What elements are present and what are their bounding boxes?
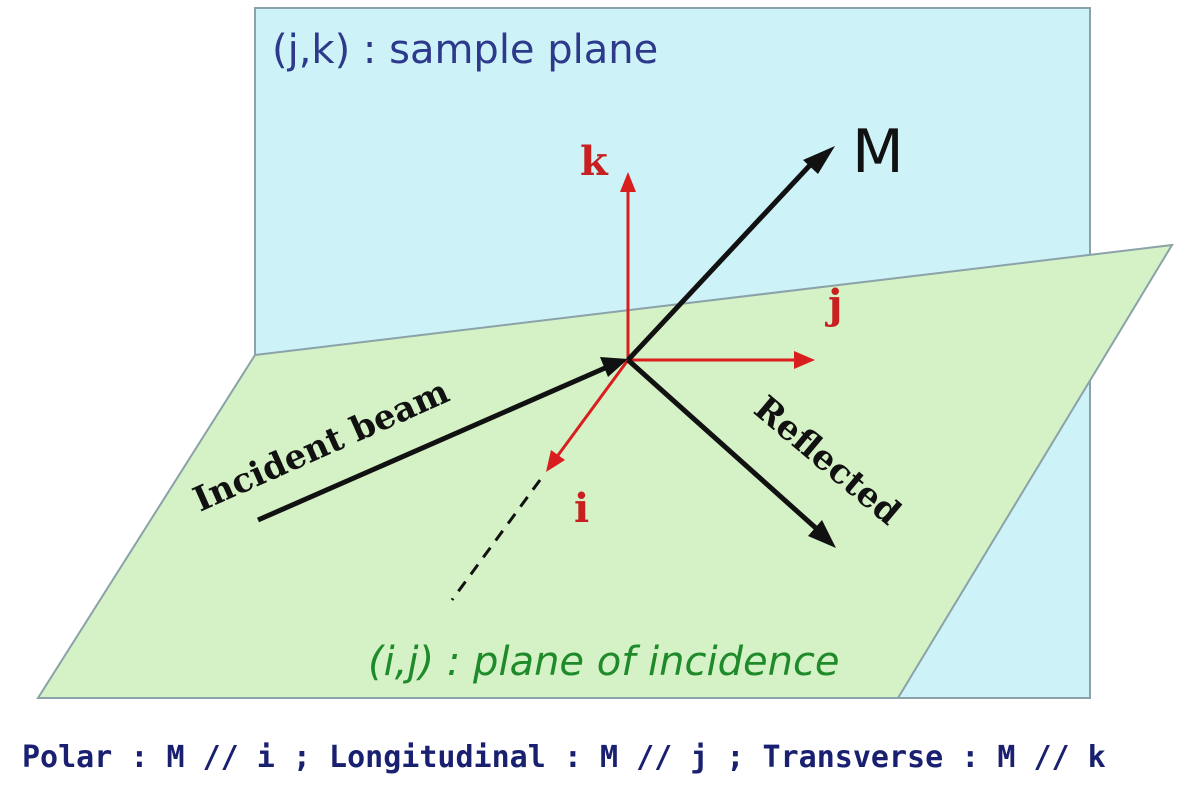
beam-extension-dashed xyxy=(450,479,542,601)
magnetization-label: M xyxy=(852,117,904,187)
sample-plane-label: (j,k) : sample plane xyxy=(272,27,658,73)
magnetization-vector xyxy=(626,161,814,362)
j-axis-label: j xyxy=(825,281,842,328)
i-axis-arrow xyxy=(554,359,630,459)
magnetization-arrowhead xyxy=(803,146,835,174)
i-axis-label: i xyxy=(574,485,589,532)
plane-of-incidence-label: (i,j) : plane of incidence xyxy=(368,639,840,685)
reflected-beam-vector xyxy=(626,358,820,532)
plane-of-incidence xyxy=(36,243,1174,699)
k-axis-arrowhead xyxy=(620,172,636,192)
incident-beam-arrowhead xyxy=(600,357,628,377)
j-axis-arrowhead xyxy=(794,351,815,369)
i-axis-arrowhead xyxy=(546,450,565,472)
mode-caption: Polar : M // i ; Longitudinal : M // j ;… xyxy=(22,740,1106,775)
reflected-beam-arrowhead xyxy=(808,520,836,548)
incident-beam-vector xyxy=(256,365,607,523)
k-axis-label: k xyxy=(580,138,609,185)
